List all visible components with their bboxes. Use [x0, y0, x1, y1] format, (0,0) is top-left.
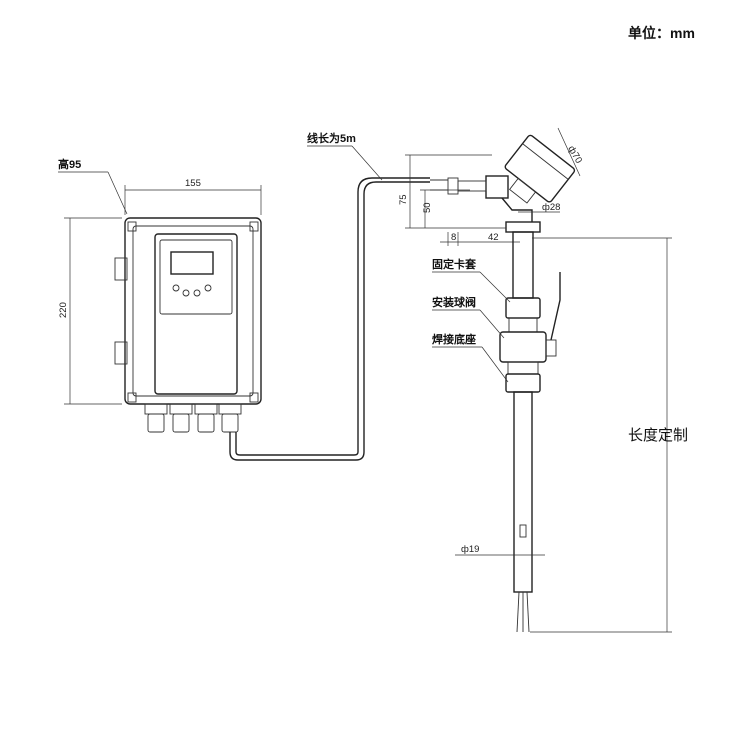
label-cable-length: 线长为5m: [307, 131, 356, 145]
box-depth-callout: 高95: [58, 157, 128, 215]
lcd-display: [170, 251, 214, 275]
weld-base: [505, 373, 541, 393]
dim-75: 75: [398, 194, 409, 205]
head-dimensions: 75 50 8 42 ф28 ф70: [398, 127, 584, 246]
cable-callout: 线长为5m: [307, 131, 383, 181]
box-width-dimension: 155: [124, 178, 262, 215]
sensor-head: [430, 134, 576, 233]
label-weld-base: 焊接底座: [432, 332, 476, 346]
component-callouts: 固定卡套 安装球阀 焊接底座: [432, 257, 511, 383]
label-fixed-ferrule: 固定卡套: [432, 257, 477, 271]
cable-glands: [144, 403, 242, 433]
unit-label: 单位：mm: [628, 25, 695, 41]
dim-155: 155: [185, 178, 201, 189]
label-ball-valve: 安装球阀: [432, 295, 476, 309]
signal-cable: [229, 181, 430, 461]
valve-handle: [550, 272, 561, 341]
fixed-ferrule: [505, 297, 541, 319]
label-height-95: 高95: [58, 157, 81, 171]
dim-42: 42: [488, 232, 499, 243]
panel-key-4: [204, 284, 212, 292]
dim-8: 8: [451, 232, 456, 243]
custom-length-dimension: 长度定制: [530, 237, 688, 633]
dim-50: 50: [422, 202, 433, 213]
transmitter-box: [114, 217, 262, 433]
dim-d28: ф28: [542, 202, 560, 213]
probe-diameter-dimension: ф19: [455, 544, 545, 556]
panel-key-1: [172, 284, 180, 292]
dim-220: 220: [58, 302, 69, 318]
panel-key-3: [193, 289, 201, 297]
dim-d19: ф19: [461, 544, 479, 555]
probe-tube: [499, 231, 561, 633]
ball-valve: [499, 331, 547, 363]
label-length-custom: 长度定制: [628, 427, 688, 444]
dim-d70: ф70: [565, 144, 584, 165]
panel-key-2: [182, 289, 190, 297]
box-height-dimension: 220: [58, 217, 122, 405]
